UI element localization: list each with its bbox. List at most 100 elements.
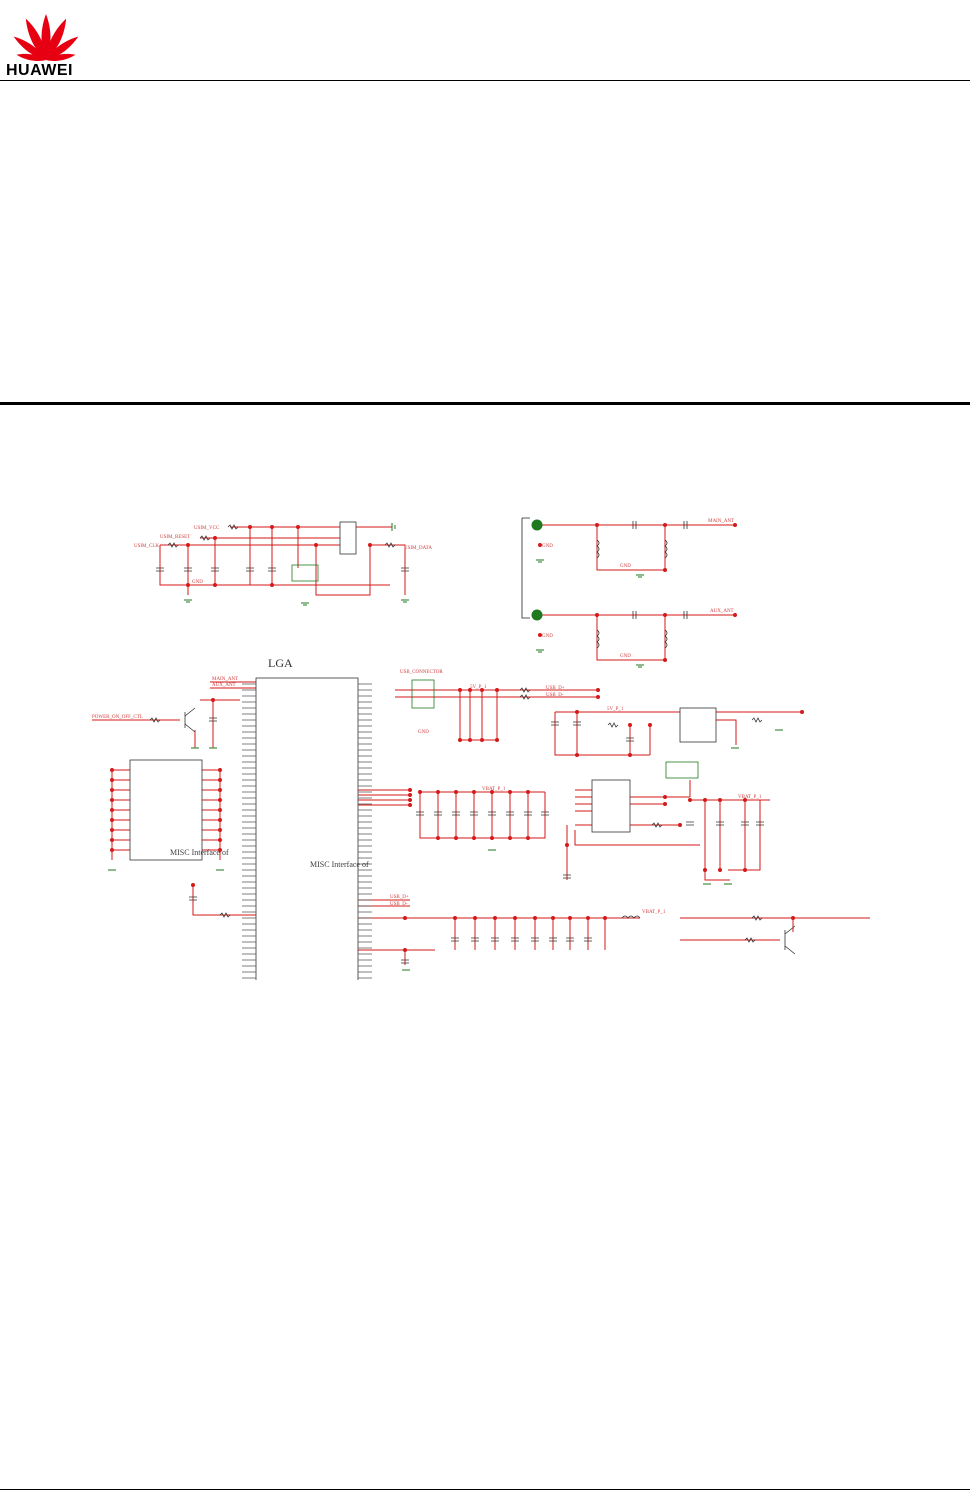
- wire-junction: [526, 790, 530, 794]
- wire-junction: [110, 838, 114, 842]
- wire-junction: [733, 613, 737, 617]
- wire-junction: [575, 753, 579, 757]
- wire-junction: [718, 868, 722, 872]
- wire-junction: [663, 802, 667, 806]
- net-vbat-bottom: VBAT_P_1: [642, 910, 666, 915]
- wire-junction: [211, 698, 215, 702]
- net-usb-dm: USB_D-: [546, 693, 564, 698]
- header-rule: [0, 80, 970, 81]
- net-gnd-ant-aux: GND: [542, 634, 553, 639]
- wire-junction: [800, 710, 804, 714]
- misc-interface-left-label: MISC Interface of: [170, 848, 229, 857]
- wire-junction: [603, 916, 607, 920]
- wire-junction: [218, 788, 222, 792]
- net-vbat-right: VBAT_P_1: [738, 795, 762, 800]
- footer-rule: [0, 1489, 970, 1490]
- wire-junction: [110, 788, 114, 792]
- wire-junction: [110, 768, 114, 772]
- wire-junction: [403, 916, 407, 920]
- wire-junction: [538, 543, 542, 547]
- wire-junction: [791, 916, 795, 920]
- wire-junction: [218, 808, 222, 812]
- wire-junction: [595, 523, 599, 527]
- wire-junction: [718, 798, 722, 802]
- net-main-ant: MAIN_ANT: [708, 519, 734, 524]
- wire-junction: [568, 916, 572, 920]
- net-aux-ant: AUX_ANT: [710, 609, 734, 614]
- net-usim-vcc: USIM_VCC: [194, 526, 220, 531]
- wire-junction: [551, 916, 555, 920]
- wire-junction: [453, 916, 457, 920]
- wire-junction: [678, 823, 682, 827]
- wire-junction: [743, 868, 747, 872]
- net-vbus-reg: 5V_P_1: [607, 707, 624, 712]
- wire-junction: [270, 525, 274, 529]
- wire-junction: [468, 738, 472, 742]
- wire-junction: [110, 848, 114, 852]
- wire-junction: [218, 778, 222, 782]
- wire-junction: [186, 543, 190, 547]
- net-gnd-ant-main: GND: [542, 544, 553, 549]
- wire-junction: [270, 583, 274, 587]
- net-power-on-off: POWER_ON_OFF_CTL: [92, 715, 143, 720]
- wire-junction: [703, 868, 707, 872]
- wire-junction: [473, 916, 477, 920]
- wire-junction: [565, 843, 569, 847]
- net-usim-reset: USIM_RESET: [160, 535, 190, 540]
- wire-junction: [218, 768, 222, 772]
- net-aux-ant-lga: AUX_ANT: [212, 683, 236, 688]
- wire-junction: [495, 688, 499, 692]
- net-vbus-usb: 5V_P_1: [470, 685, 487, 690]
- misc-interface-right-label: MISC Interface of: [310, 860, 369, 869]
- wire-junction: [628, 753, 632, 757]
- wire-junction: [493, 916, 497, 920]
- wire-junction: [586, 916, 590, 920]
- wire-junction: [490, 790, 494, 794]
- wire-junction: [408, 793, 412, 797]
- wire-junction: [110, 808, 114, 812]
- wire-junction: [663, 658, 667, 662]
- wire-junction: [314, 543, 318, 547]
- net-usim-data: USIM_DATA: [404, 546, 432, 551]
- wire-junction: [110, 778, 114, 782]
- wire-junction: [436, 836, 440, 840]
- wire-junction: [218, 818, 222, 822]
- wire-junction: [186, 583, 190, 587]
- wire-junction: [533, 916, 537, 920]
- wire-junction: [663, 795, 667, 799]
- wire-junction: [508, 790, 512, 794]
- wire-junction: [526, 836, 530, 840]
- net-usb-dm-lga: USB_D-: [390, 902, 408, 907]
- wire-junction: [213, 583, 217, 587]
- net-usb-dp: USB_D+: [546, 686, 565, 691]
- wire-junction: [218, 798, 222, 802]
- wire-junction: [458, 738, 462, 742]
- wire-junction: [688, 798, 692, 802]
- huawei-petal-logo-icon: [13, 14, 79, 61]
- wire-junction: [368, 543, 372, 547]
- net-gnd-main-match: GND: [620, 564, 631, 569]
- wire-junction: [408, 788, 412, 792]
- net-gnd-usb: GND: [418, 730, 429, 735]
- brand-wordmark: HUAWEI: [6, 62, 73, 79]
- net-usim-clk: USIM_CLK: [134, 544, 159, 549]
- wire-junction: [508, 836, 512, 840]
- wire-junction: [472, 790, 476, 794]
- wire-junction: [191, 883, 195, 887]
- net-main-ant-lga: MAIN_ANT: [212, 677, 238, 682]
- net-vbat-bulk: VBAT_P_1: [482, 787, 506, 792]
- wire-junction: [575, 710, 579, 714]
- net-usb-dp-lga: USB_D+: [390, 895, 409, 900]
- net-usb-connector: USB_CONNECTOR: [400, 670, 443, 675]
- wire-junction: [218, 848, 222, 852]
- wire-junction: [472, 836, 476, 840]
- net-gnd-usim: GND: [192, 580, 203, 585]
- wire-junction: [458, 688, 462, 692]
- wire-junction: [648, 723, 652, 727]
- wire-junction: [480, 738, 484, 742]
- wire-junction: [513, 916, 517, 920]
- wire-junction: [468, 688, 472, 692]
- wire-junction: [596, 688, 600, 692]
- wire-junction: [110, 818, 114, 822]
- wire-junction: [628, 723, 632, 727]
